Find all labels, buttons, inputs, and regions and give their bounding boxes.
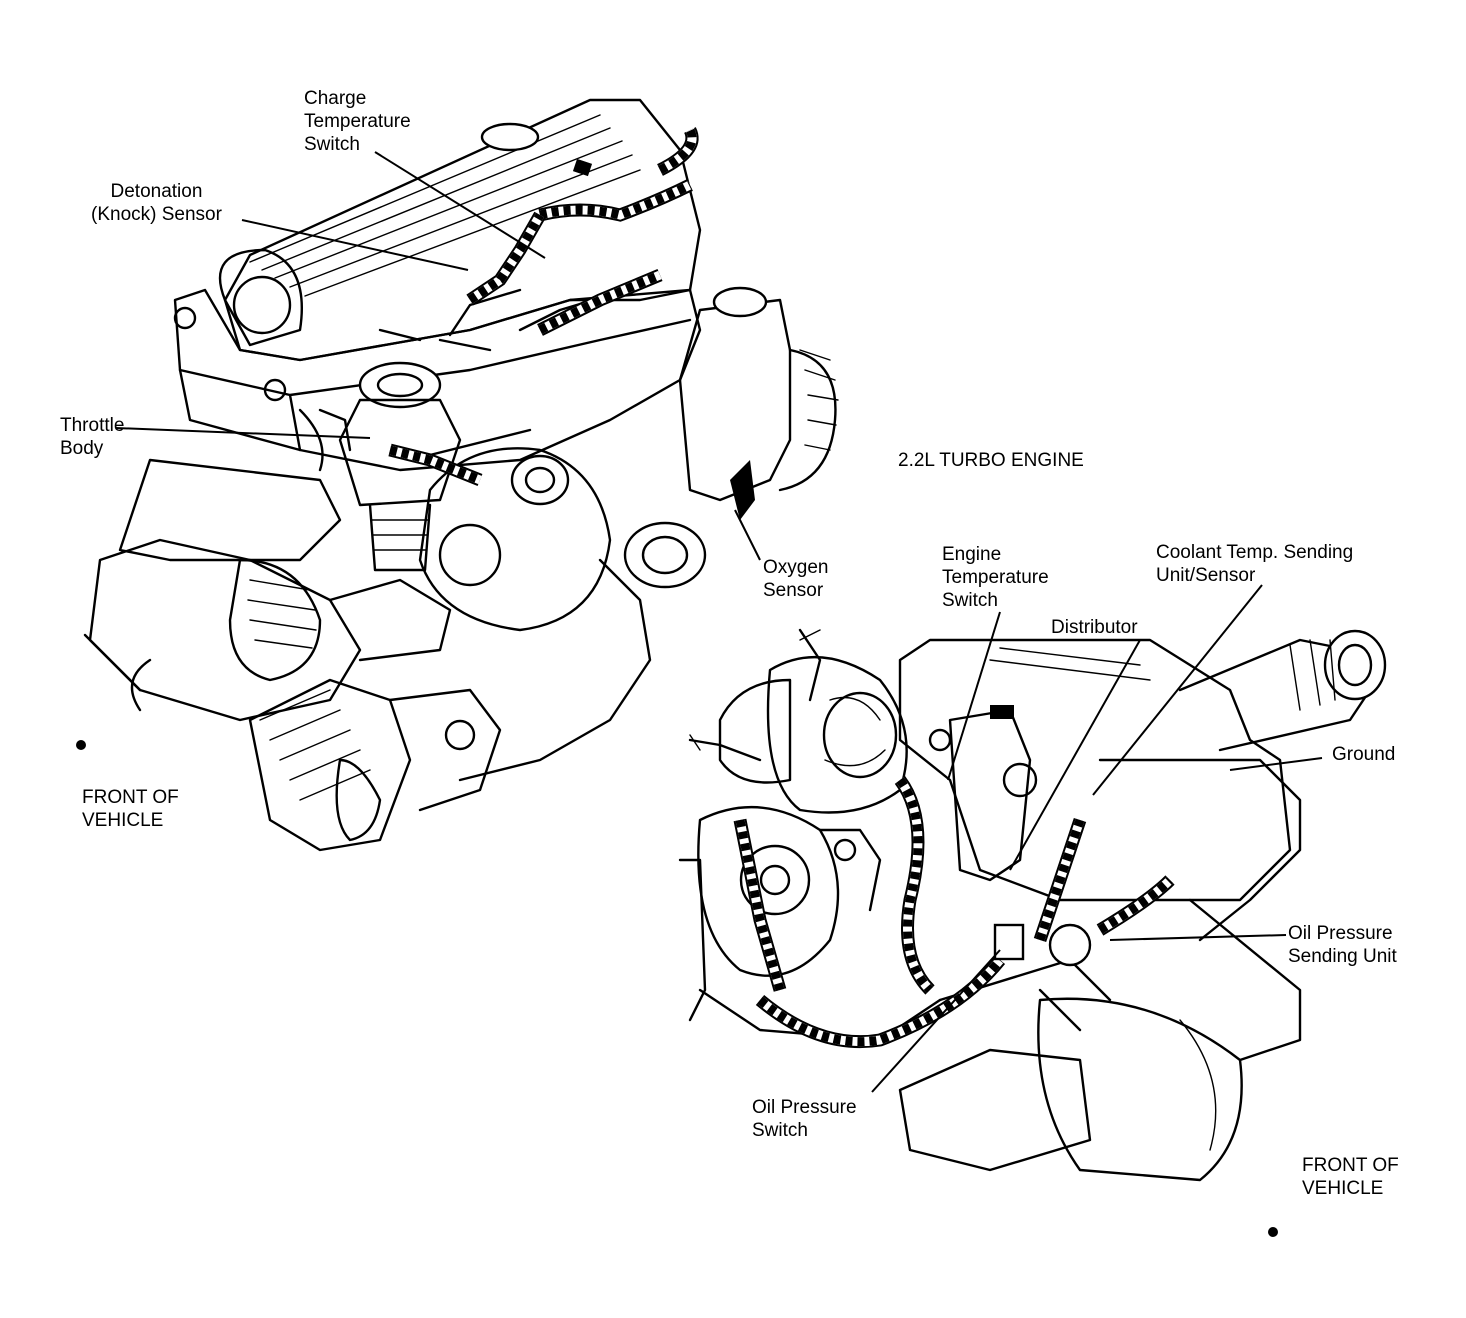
leader-coolant-temp [1092,584,1263,796]
label-knock-sensor: Detonation (Knock) Sensor [91,180,222,226]
label-distributor: Distributor [1051,616,1138,639]
label-front-of-vehicle-upper: FRONT OF VEHICLE [82,786,179,832]
diagram-title: 2.2L TURBO ENGINE [898,450,1084,471]
label-line: VEHICLE [1302,1178,1384,1199]
leader-knock-sensor [241,219,469,271]
label-oil-pressure-sending-unit: Oil Pressure Sending Unit [1288,922,1397,968]
upper-engine-illustration [76,98,839,852]
label-line: Ground [1332,744,1396,765]
label-line: Charge [304,88,367,109]
label-line: Body [60,438,104,459]
label-line: Sensor [763,580,824,601]
leader-charge-temp [374,151,546,259]
label-oil-pressure-switch: Oil Pressure Switch [752,1096,857,1142]
label-line: Sending Unit [1288,946,1397,967]
label-line: (Knock) Sensor [91,204,222,225]
label-line: Distributor [1051,617,1138,638]
label-line: Oxygen [763,557,829,578]
label-line: Temperature [942,567,1049,588]
label-line: Unit/Sensor [1156,565,1256,586]
label-line: Oil Pressure [752,1097,857,1118]
leader-engine-temp [947,611,1001,781]
label-front-of-vehicle-lower: FRONT OF VEHICLE [1302,1154,1399,1200]
leader-oxygen-sensor [734,509,761,561]
lower-engine-illustration [678,584,1387,1237]
label-line: Throttle [60,415,125,436]
label-line: Switch [304,134,360,155]
label-line: Temperature [304,111,411,132]
lower-front-marker [1268,1227,1278,1237]
label-line: VEHICLE [82,810,164,831]
label-throttle-body: Throttle Body [60,414,124,460]
leader-oil-sending-unit [1109,934,1287,941]
leader-ground [1229,757,1323,771]
label-oxygen-sensor: Oxygen Sensor [763,556,828,602]
label-line: Oil Pressure [1288,923,1393,944]
label-engine-temperature-switch: Engine Temperature Switch [942,543,1049,612]
leader-throttle-body [115,427,371,439]
label-line: Engine [942,544,1002,565]
label-line: Coolant Temp. Sending [1156,542,1354,563]
leader-oil-switch [871,949,1001,1093]
label-line: FRONT OF [82,787,179,808]
upper-front-marker [76,740,86,750]
label-line: FRONT OF [1302,1155,1399,1176]
label-line: Switch [942,590,998,611]
label-line: Detonation [110,181,203,202]
label-ground: Ground [1332,743,1395,766]
label-coolant-temp-sensor: Coolant Temp. Sending Unit/Sensor [1156,541,1353,587]
leader-distributor [1009,639,1141,871]
label-charge-temperature-switch: Charge Temperature Switch [304,87,411,156]
label-line: Switch [752,1120,808,1141]
